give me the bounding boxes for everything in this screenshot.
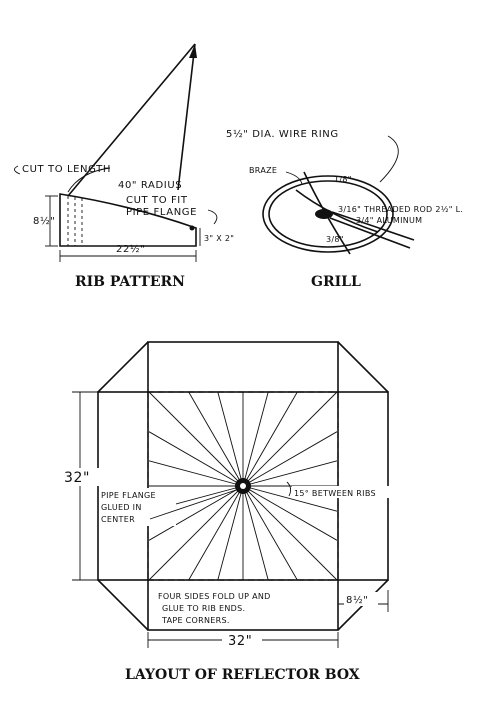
- rib-line: [148, 485, 244, 541]
- rib-height-label: 8½": [33, 215, 55, 227]
- radius-arrowhead: [189, 44, 197, 58]
- rib-small-height-label: 3" X 2": [204, 234, 234, 243]
- aluminum-label: 3/4" ALUMINUM: [356, 216, 422, 225]
- grill-dim-top-label: 1/8": [334, 175, 352, 184]
- aluminum-rod: [331, 211, 415, 241]
- pipe-flange-label-3: CENTER: [101, 515, 135, 524]
- reflector-box-caption: LAYOUT OF REFLECTOR BOX: [125, 667, 360, 683]
- cut-to-fit-label-1: CUT TO FIT: [126, 195, 188, 206]
- rib-angle-arc: [286, 481, 292, 497]
- fold-note-1: FOUR SIDES FOLD UP AND: [158, 592, 271, 601]
- fold-note-2: GLUE TO RIB ENDS.: [162, 604, 245, 613]
- rib-pattern: 8½" 22½" 3" X 2" CUT TO LENGTH 40" RADIU…: [14, 43, 234, 290]
- left-flap: [97, 391, 149, 581]
- cut-length-leader: [67, 167, 111, 193]
- cut-to-fit-leader: [207, 209, 218, 225]
- box-height-label: 32": [64, 470, 90, 486]
- rib-pattern-caption: RIB PATTERN: [75, 274, 185, 290]
- wire-ring-leader: [379, 135, 399, 183]
- rib-line: [188, 391, 244, 487]
- grill-center-hub: [315, 209, 333, 219]
- rib-line: [242, 391, 338, 487]
- rib-line: [148, 460, 244, 487]
- grill-outer-ring: [262, 175, 394, 253]
- corner-line-tr: [337, 341, 389, 393]
- rib-line: [242, 485, 338, 512]
- rib-line: [242, 485, 338, 581]
- cut-length-leader-left: [14, 165, 21, 175]
- braze-label: BRAZE: [249, 166, 277, 175]
- rib-angle-label: 15° BETWEEN RIBS: [294, 489, 376, 498]
- pipe-flange-leader: [149, 489, 237, 520]
- radius-line-pointer: [177, 43, 196, 191]
- rib-line: [242, 460, 338, 487]
- rib-line: [148, 485, 244, 581]
- box-width-label: 32": [228, 634, 252, 649]
- flange-notch: [189, 225, 195, 231]
- rib-line: [217, 485, 244, 581]
- cut-to-fit-label-2: PIPE FLANGE: [126, 207, 197, 218]
- grill-dim-center-label: 3/8": [326, 235, 344, 244]
- rib-line: [242, 391, 298, 487]
- grill-inner-ring: [268, 180, 388, 248]
- pipe-flange-label-2: GLUED IN: [101, 503, 142, 512]
- threaded-rod: [329, 217, 411, 249]
- rib-line: [242, 485, 298, 581]
- cut-to-length-label: CUT TO LENGTH: [22, 164, 111, 175]
- radius-line-left: [67, 43, 196, 197]
- rib-line: [188, 485, 244, 581]
- rib-line: [242, 391, 269, 487]
- braze-leader: [285, 171, 303, 185]
- pipe-flange-label-1: PIPE FLANGE: [101, 491, 156, 500]
- top-flap: [147, 341, 339, 393]
- reflector-box-layout: 32" 32" 8½" 15° BETWEEN RIBS PIPE FLANGE…: [60, 341, 412, 683]
- rib-line: [242, 431, 338, 487]
- grill: 5½" DIA. WIRE RING BRAZE 1/8" 3/16" THRE…: [226, 128, 463, 290]
- radius-label: 40" RADIUS: [118, 180, 182, 191]
- corner-line-bl: [97, 579, 149, 631]
- grill-wire-2: [295, 189, 379, 233]
- flap-width-label: 8½": [346, 594, 368, 606]
- corner-line-tl: [97, 341, 149, 393]
- grill-caption: GRILL: [311, 274, 361, 290]
- rib-line: [242, 485, 338, 541]
- pipe-flange-hole: [240, 483, 246, 489]
- rib-line: [148, 391, 244, 487]
- threaded-rod-label: 3/16" THREADED ROD 2½" L.: [338, 205, 463, 214]
- rib-line: [217, 391, 244, 487]
- rib-width-label: 22½": [116, 243, 145, 255]
- fold-note-3: TAPE CORNERS.: [161, 616, 230, 625]
- rib-line: [148, 431, 244, 487]
- wire-ring-label: 5½" DIA. WIRE RING: [226, 128, 339, 140]
- rib-outline: [59, 193, 197, 247]
- rib-line: [242, 485, 269, 581]
